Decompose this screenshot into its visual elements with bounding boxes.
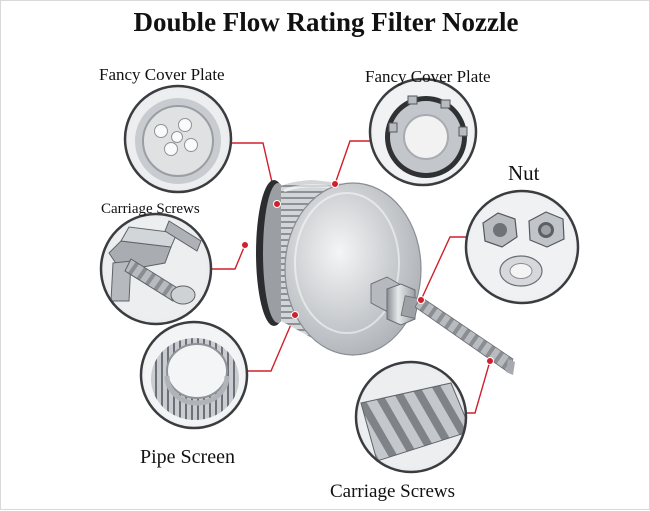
callout-line-fancy-cover-right <box>334 140 377 185</box>
label-fancy-cover-plate-right: Fancy Cover Plate <box>365 67 491 86</box>
marker-fancy-cover-right <box>331 180 339 188</box>
nozzle-front-face <box>284 182 422 356</box>
marker-nut <box>417 296 425 304</box>
marker-pipe-screen <box>291 311 299 319</box>
callout-line-carriage-bottom <box>465 360 491 414</box>
marker-carriage-left <box>241 241 249 249</box>
bubble-nut <box>464 189 580 305</box>
nozzle-assembly <box>241 180 515 375</box>
label-pipe-screen: Pipe Screen <box>140 446 235 468</box>
label-nut: Nut <box>508 161 540 185</box>
label-fancy-cover-plate-left: Fancy Cover Plate <box>99 65 225 84</box>
callout-line-carriage-left <box>208 244 246 270</box>
callout-line-pipe-screen <box>247 314 296 372</box>
bubble-fancy-cover-plate-right <box>368 77 478 187</box>
bubble-fancy-cover-plate-left <box>123 84 233 194</box>
label-carriage-screws-left: Carriage Screws <box>101 201 200 217</box>
bubble-carriage-screws-left <box>99 212 213 326</box>
bubble-carriage-screws-bottom <box>354 360 468 474</box>
diagram-title: Double Flow Rating Filter Nozzle <box>133 7 519 37</box>
nozzle-carriage-screw <box>414 296 514 373</box>
callout-lines <box>208 140 491 414</box>
bubble-pipe-screen <box>139 320 249 430</box>
label-carriage-screws-bottom: Carriage Screws <box>330 481 456 502</box>
marker-fancy-cover-left <box>273 200 281 208</box>
callout-line-nut <box>420 236 467 301</box>
marker-carriage-bottom <box>486 357 494 365</box>
